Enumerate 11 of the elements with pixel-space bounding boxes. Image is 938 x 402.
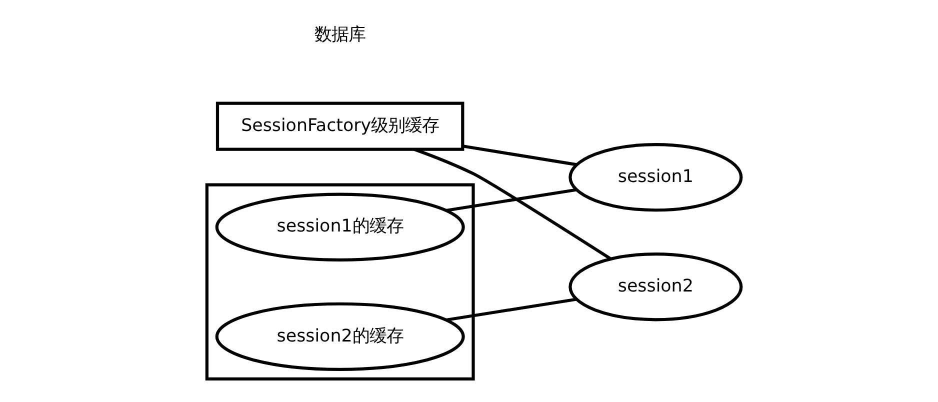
cluster bbox=[205, 183, 475, 381]
node-box: SessionFactory级别缓存 bbox=[216, 102, 464, 151]
node-ellipse: session1的缓存 bbox=[215, 192, 465, 262]
node-ellipse: session2的缓存 bbox=[215, 302, 465, 371]
node-ellipse: session1 bbox=[568, 143, 743, 212]
connector bbox=[462, 144, 578, 166]
connector bbox=[414, 148, 612, 260]
connector bbox=[446, 298, 577, 322]
label: 数据库 bbox=[314, 25, 366, 46]
node-ellipse: session2 bbox=[568, 252, 743, 322]
connector bbox=[446, 188, 577, 212]
